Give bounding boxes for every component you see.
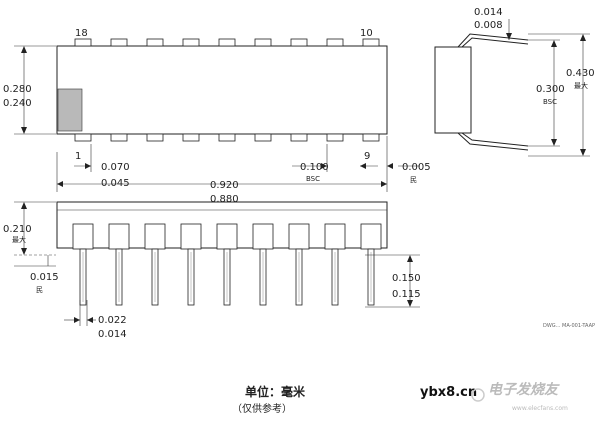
pin-label-10: 10 xyxy=(360,28,373,39)
side-view: 0.210 最大 0.015 民 0.150 0.115 0.022 0.014… xyxy=(3,201,595,340)
package-body-top xyxy=(56,45,388,135)
package-body-end xyxy=(434,46,472,134)
lead-thickness-max-label: 0.014 xyxy=(474,7,503,18)
arrowhead xyxy=(21,127,27,134)
arrowhead xyxy=(21,46,27,53)
pin1-offset-min-label: 0.045 xyxy=(101,178,130,189)
pin1-index-notch xyxy=(57,88,83,132)
overall-width-note: 最大 xyxy=(574,81,588,90)
pin-pad-bottom xyxy=(74,133,92,142)
body-width-min-label: 0.240 xyxy=(3,98,32,109)
end-lead-top-inner xyxy=(461,37,529,48)
pin-pad-top xyxy=(110,38,128,47)
watermark-site: ybx8.cn xyxy=(420,385,477,400)
end-lead-bottom-inner xyxy=(461,132,529,147)
pin-label-9: 9 xyxy=(364,151,370,162)
drawing-id: DWG... MA-001-TAAP xyxy=(543,323,595,329)
length-max-label: 0.920 xyxy=(210,180,239,191)
pin-pad-top xyxy=(326,38,344,47)
reference-caption: （仅供参考） xyxy=(232,402,292,415)
pin1-offset-max-label: 0.070 xyxy=(101,162,130,173)
arrowhead xyxy=(74,317,80,323)
caption: 单位：毫米 （仅供参考） xyxy=(232,384,306,415)
lead-shoulder xyxy=(72,223,94,250)
pin-pad-top xyxy=(254,38,272,47)
watermark-brand: 电子发烧友 xyxy=(488,381,560,398)
lead-shoulder xyxy=(324,223,346,250)
arrowhead xyxy=(321,163,327,169)
length-min-label: 0.880 xyxy=(210,194,239,205)
arrowhead xyxy=(57,181,63,187)
pin-pad-top xyxy=(362,38,380,47)
seat-height-label: 0.210 xyxy=(3,224,32,235)
pin-pad-bottom xyxy=(182,133,200,142)
end-lead-bottom xyxy=(457,132,529,151)
arrowhead xyxy=(551,139,557,146)
pin-pad-top xyxy=(290,38,308,47)
lead-width-max-label: 0.022 xyxy=(98,315,127,326)
arrowhead xyxy=(381,181,387,187)
lead-shoulder xyxy=(216,223,238,250)
lead-shoulder xyxy=(360,223,382,250)
arrowhead xyxy=(407,300,413,307)
arrowhead xyxy=(85,163,91,169)
arrowhead xyxy=(21,248,27,255)
end-clearance-note: 民 xyxy=(410,176,417,184)
side-lead-row xyxy=(72,223,382,306)
pin-pad-bottom xyxy=(362,133,380,142)
bottom-pin-row xyxy=(74,133,380,142)
lead-shoulder xyxy=(108,223,130,250)
watermark: ybx8.cn 电子发烧友 www.elecfans.com xyxy=(420,381,568,412)
lead-length-min-label: 0.115 xyxy=(392,289,421,300)
lead-thickness-min-label: 0.008 xyxy=(474,20,503,31)
overall-width-label: 0.430 xyxy=(566,68,595,79)
pitch-note: BSC xyxy=(306,175,320,183)
lead-shoulder xyxy=(252,223,274,250)
arrowhead xyxy=(360,163,366,169)
pin-label-1: 1 xyxy=(75,151,81,162)
watermark-url: www.elecfans.com xyxy=(512,405,568,412)
standoff-note: 民 xyxy=(36,286,43,294)
pin-pad-bottom xyxy=(290,133,308,142)
standoff-label: 0.015 xyxy=(30,272,59,283)
seat-height-note: 最大 xyxy=(12,235,26,244)
top-pin-row xyxy=(74,38,380,47)
pin-label-18: 18 xyxy=(75,28,88,39)
arrowhead xyxy=(387,163,393,169)
pin-pad-top xyxy=(218,38,236,47)
row-spacing-note: BSC xyxy=(543,98,557,106)
lead-shoulder xyxy=(144,223,166,250)
end-clearance-label: 0.005 xyxy=(402,162,431,173)
arrowhead xyxy=(580,149,586,156)
pin-pad-top xyxy=(146,38,164,47)
lead-shoulder xyxy=(288,223,310,250)
arrowhead xyxy=(580,34,586,41)
end-view: 0.014 0.008 0.300 BSC 0.430 最大 xyxy=(434,7,595,157)
pin-pad-bottom xyxy=(326,133,344,142)
pin-pad-bottom xyxy=(110,133,128,142)
lead-length-max-label: 0.150 xyxy=(392,273,421,284)
row-spacing-label: 0.300 xyxy=(536,84,565,95)
body-width-max-label: 0.280 xyxy=(3,84,32,95)
arrowhead xyxy=(87,317,93,323)
lead-shoulder xyxy=(180,223,202,250)
units-caption: 单位：毫米 xyxy=(245,384,306,399)
pin-pad-bottom xyxy=(146,133,164,142)
arrowhead xyxy=(21,202,27,209)
pin-pad-top xyxy=(74,38,92,47)
pin-pad-top xyxy=(182,38,200,47)
pitch-label: 0.100 xyxy=(300,162,329,173)
pin-pad-bottom xyxy=(254,133,272,142)
top-view: 18 10 1 9 0.280 0.240 0.070 0.045 0.100 … xyxy=(3,28,431,205)
watermark-logo-icon xyxy=(471,388,485,402)
pin-pad-bottom xyxy=(218,133,236,142)
arrowhead xyxy=(551,40,557,47)
arrowhead xyxy=(506,33,512,40)
arrowhead xyxy=(407,255,413,262)
lead-width-min-label: 0.014 xyxy=(98,329,127,340)
